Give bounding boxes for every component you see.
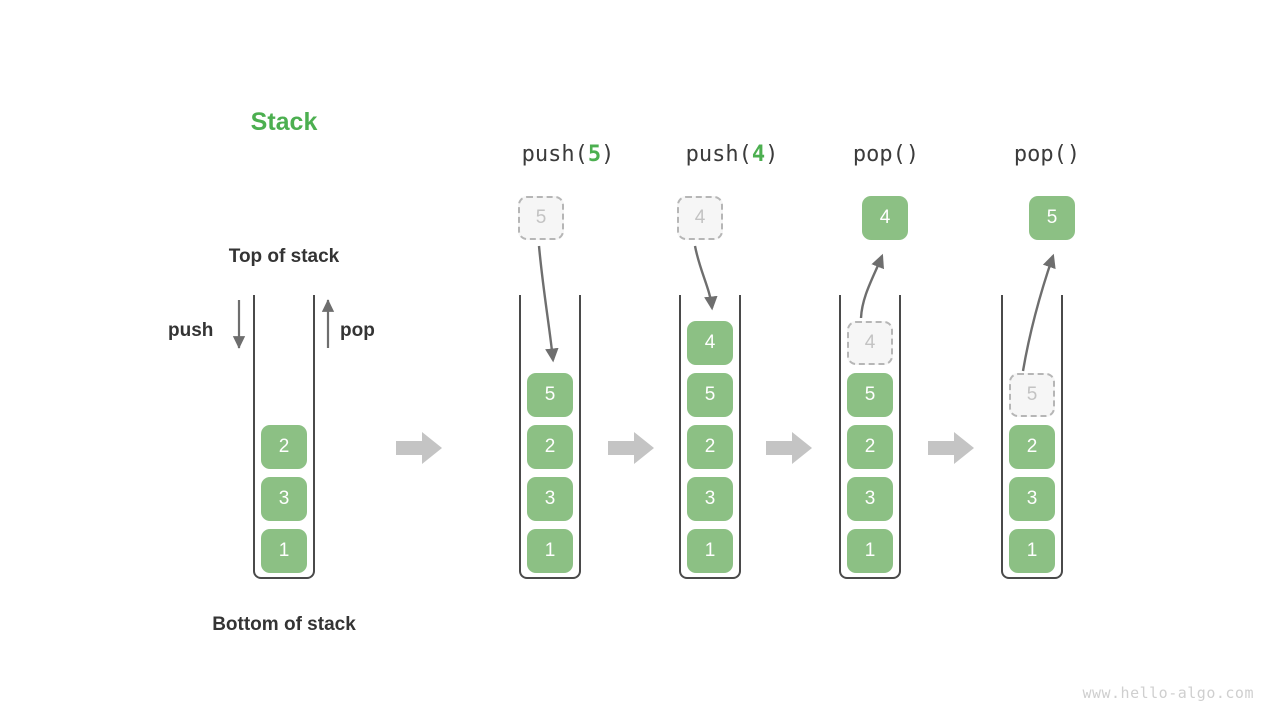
stack-item: 1 — [687, 529, 733, 573]
stack-item: 5 — [527, 373, 573, 417]
stack-item: 1 — [527, 529, 573, 573]
caption-fn: push( — [521, 142, 588, 167]
label-bottom-of-stack: Bottom of stack — [212, 614, 356, 635]
operation-caption-pop-1: pop() — [816, 142, 956, 167]
operation-caption-pop-2: pop() — [977, 142, 1117, 167]
operation-caption-push-5: push(5) — [498, 142, 638, 167]
stack-item: 2 — [527, 425, 573, 469]
page-title: Stack — [250, 108, 318, 136]
stack-item: 1 — [261, 529, 307, 573]
flow-arrow-icon — [766, 432, 812, 464]
stack-item: 1 — [847, 529, 893, 573]
caption-fn: pop( — [852, 142, 906, 167]
caption-close: ) — [905, 142, 920, 167]
caption-close: ) — [765, 142, 779, 167]
caption-close: ) — [601, 142, 615, 167]
caption-fn: pop( — [1013, 142, 1067, 167]
popped-ghost-slot: 4 — [847, 321, 893, 365]
stack-vessel — [839, 295, 901, 579]
label-top-of-stack: Top of stack — [228, 246, 340, 267]
flow-arrow-icon — [928, 432, 974, 464]
stack-vessel — [519, 295, 581, 579]
stack-item: 4 — [687, 321, 733, 365]
stack-item: 2 — [687, 425, 733, 469]
stack-vessel — [253, 295, 315, 579]
popped-ghost-slot: 5 — [1009, 373, 1055, 417]
stack-item: 2 — [847, 425, 893, 469]
caption-fn: push( — [685, 142, 752, 167]
stack-item: 3 — [687, 477, 733, 521]
stack-item: 3 — [1009, 477, 1055, 521]
popped-box: 4 — [862, 196, 908, 240]
stack-item: 3 — [847, 477, 893, 521]
incoming-ghost-box: 5 — [518, 196, 564, 240]
stack-item: 3 — [527, 477, 573, 521]
caption-close: ) — [1066, 142, 1081, 167]
stack-item: 3 — [261, 477, 307, 521]
stack-item: 1 — [1009, 529, 1055, 573]
flow-arrow-icon — [396, 432, 442, 464]
label-push: push — [168, 320, 214, 341]
operation-caption-push-4: push(4) — [662, 142, 802, 167]
stack-item: 2 — [1009, 425, 1055, 469]
popped-box: 5 — [1029, 196, 1075, 240]
stack-item: 5 — [847, 373, 893, 417]
flow-arrow-icon — [608, 432, 654, 464]
stack-vessel — [679, 295, 741, 579]
label-pop: pop — [340, 320, 375, 341]
stack-item: 2 — [261, 425, 307, 469]
watermark: www.hello-algo.com — [1082, 684, 1254, 702]
caption-arg: 5 — [587, 142, 602, 167]
incoming-ghost-box: 4 — [677, 196, 723, 240]
stack-item: 5 — [687, 373, 733, 417]
stack-vessel — [1001, 295, 1063, 579]
caption-arg: 4 — [751, 142, 766, 167]
